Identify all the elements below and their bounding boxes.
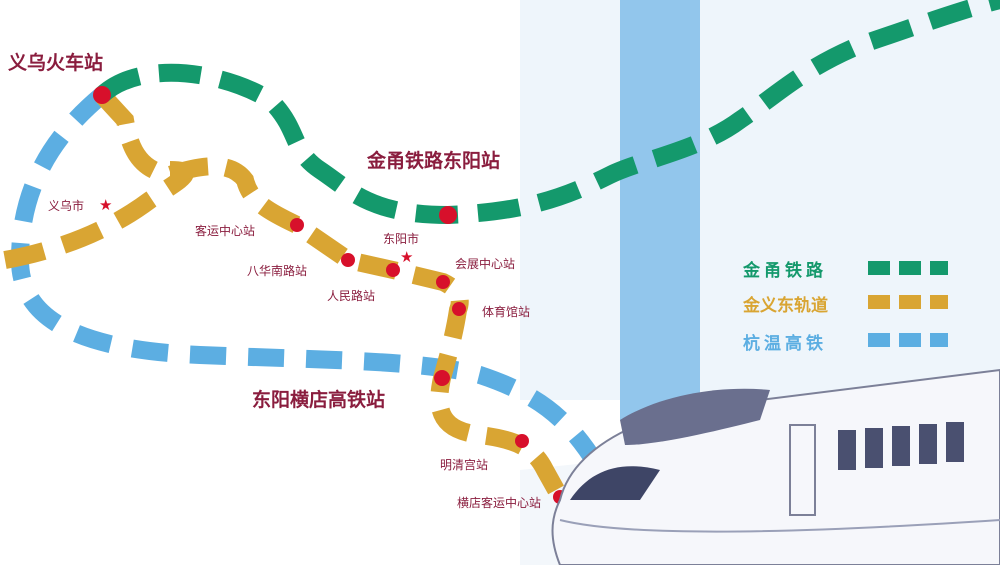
station-label-hengdian: 横店客运中心站 xyxy=(457,496,542,510)
legend-jinyidong: 金义东轨道 xyxy=(743,296,828,316)
city-label-dongyang: 东阳市 xyxy=(383,232,420,246)
city-label-yiwu: 义乌市 xyxy=(48,199,85,213)
station-dot-bahua xyxy=(341,253,355,267)
station-dot-hengdian-hsr xyxy=(434,370,450,386)
background-pillar xyxy=(620,0,700,420)
station-dot-dongyang xyxy=(439,206,457,224)
station-label-tiyu: 体育馆站 xyxy=(482,305,531,319)
station-label-renmin: 人民路站 xyxy=(327,289,376,303)
station-label-bahua: 八华南路站 xyxy=(247,264,308,278)
station-dot-tiyu xyxy=(452,302,466,316)
station-label-huizhan: 会展中心站 xyxy=(455,257,516,271)
jinyong-line xyxy=(95,0,1000,225)
hangwen-line xyxy=(10,88,608,475)
star-icon: ★ xyxy=(99,196,112,214)
station-dot-keyun xyxy=(290,218,304,232)
station-dot-mingqing xyxy=(515,434,529,448)
train-illustration xyxy=(551,368,1000,565)
star-icon: ★ xyxy=(400,248,413,266)
station-dot-yiwu xyxy=(93,86,111,104)
legend-swatches xyxy=(868,261,948,347)
station-label-dongyang-jinyong: 金甬铁路东阳站 xyxy=(367,150,501,172)
station-dot-renmin xyxy=(386,263,400,277)
station-label-keyun: 客运中心站 xyxy=(195,224,256,238)
station-dot-huizhan xyxy=(436,275,450,289)
station-label-yiwu: 义乌火车站 xyxy=(8,52,104,74)
legend-jinyong: 金甬铁路 xyxy=(743,261,827,281)
station-label-mingqing: 明清宫站 xyxy=(440,458,489,472)
legend-hangwen: 杭温高铁 xyxy=(743,334,827,354)
station-label-dongyang-hengdian: 东阳横店高铁站 xyxy=(252,389,386,411)
